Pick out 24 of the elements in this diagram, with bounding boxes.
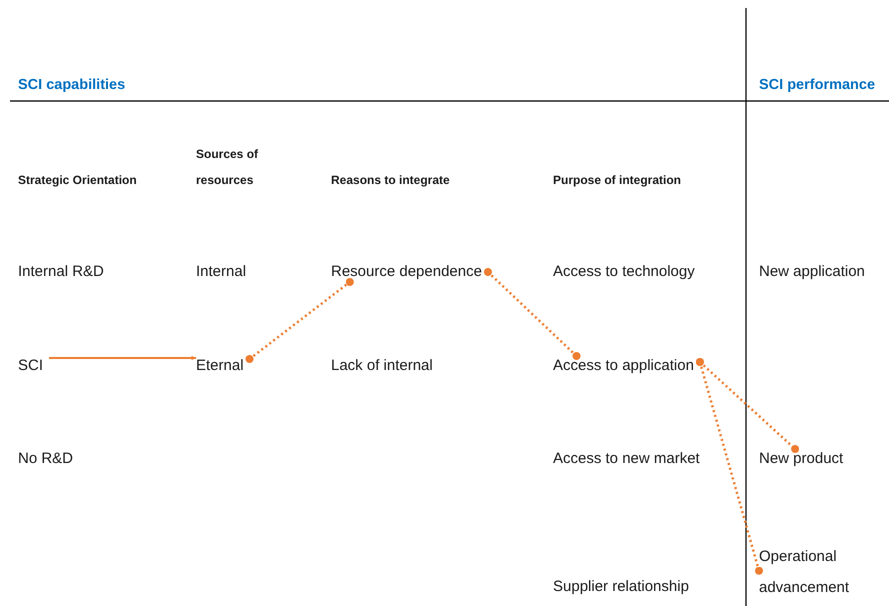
cell-text: Access to technology bbox=[553, 262, 695, 282]
dotted-connector bbox=[484, 268, 580, 360]
node-text: Access to application bbox=[553, 356, 700, 376]
cell-text: Internal R&D bbox=[18, 262, 104, 282]
dotted-connector bbox=[696, 358, 763, 575]
cell-text: New application bbox=[759, 262, 865, 282]
node-text: Eternal bbox=[196, 356, 250, 376]
dotted-connector bbox=[246, 278, 354, 363]
cell-text: Internal bbox=[196, 262, 246, 282]
cell-text: Supplier relationship bbox=[553, 577, 689, 597]
cell-text: Access to new market bbox=[553, 449, 700, 469]
node-text: New product bbox=[759, 449, 850, 469]
arrow bbox=[49, 356, 196, 360]
column-heading: Reasons to integrate bbox=[331, 172, 450, 189]
node-text: SCI bbox=[18, 356, 50, 376]
column-heading: Purpose of integration bbox=[553, 172, 682, 189]
cell-text: Lack of internal bbox=[331, 356, 433, 376]
column-heading: Strategic Orientation bbox=[18, 172, 137, 189]
cell-text: No R&D bbox=[18, 449, 74, 469]
column-heading: Sources of resources bbox=[196, 146, 260, 189]
section-heading: SCI performance bbox=[759, 76, 876, 95]
node-text: Operational advancement bbox=[759, 541, 870, 603]
section-heading: SCI capabilities bbox=[18, 76, 126, 95]
node-text: Resource dependence bbox=[331, 262, 488, 282]
